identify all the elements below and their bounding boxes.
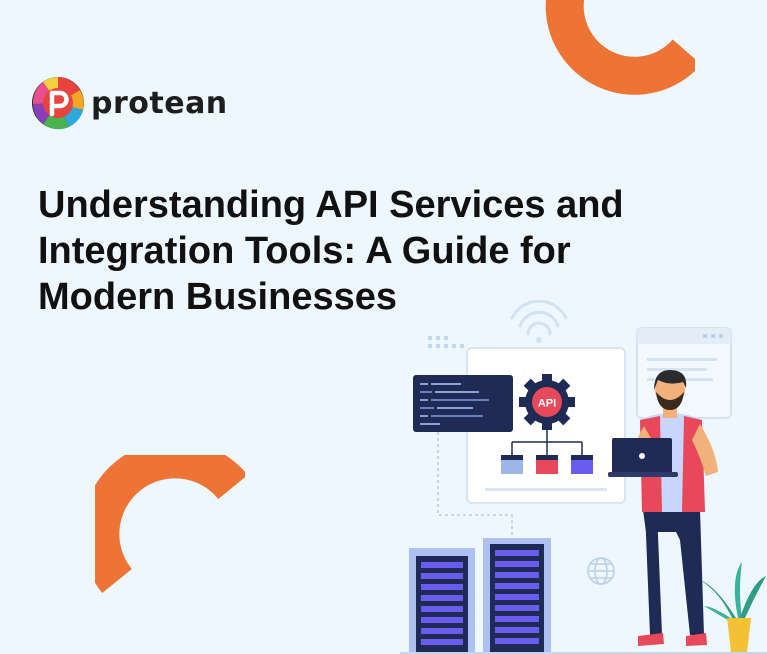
api-label: API <box>538 398 556 410</box>
dashed-connection-line <box>437 432 513 540</box>
laptop-icon <box>608 438 678 477</box>
server-icon <box>409 538 551 654</box>
plant-icon <box>700 562 766 652</box>
brand-logo[interactable]: protean <box>31 75 228 131</box>
protean-logo-icon <box>32 77 84 130</box>
api-integration-illustration: API <box>400 300 767 654</box>
globe-icon <box>587 557 615 585</box>
brand-name: protean <box>91 85 228 121</box>
code-window-icon <box>413 375 513 432</box>
background-browser-window <box>636 327 732 419</box>
floor-line <box>400 652 767 654</box>
page-title: Understanding API Services and Integrati… <box>38 184 624 318</box>
tree-connector <box>511 429 583 455</box>
dot-grid-decoration <box>428 336 464 348</box>
orange-arc-top-decoration <box>545 0 695 95</box>
wifi-icon <box>510 300 568 343</box>
orange-arc-bottom-decoration <box>95 455 245 593</box>
endpoint-boxes <box>501 455 593 474</box>
